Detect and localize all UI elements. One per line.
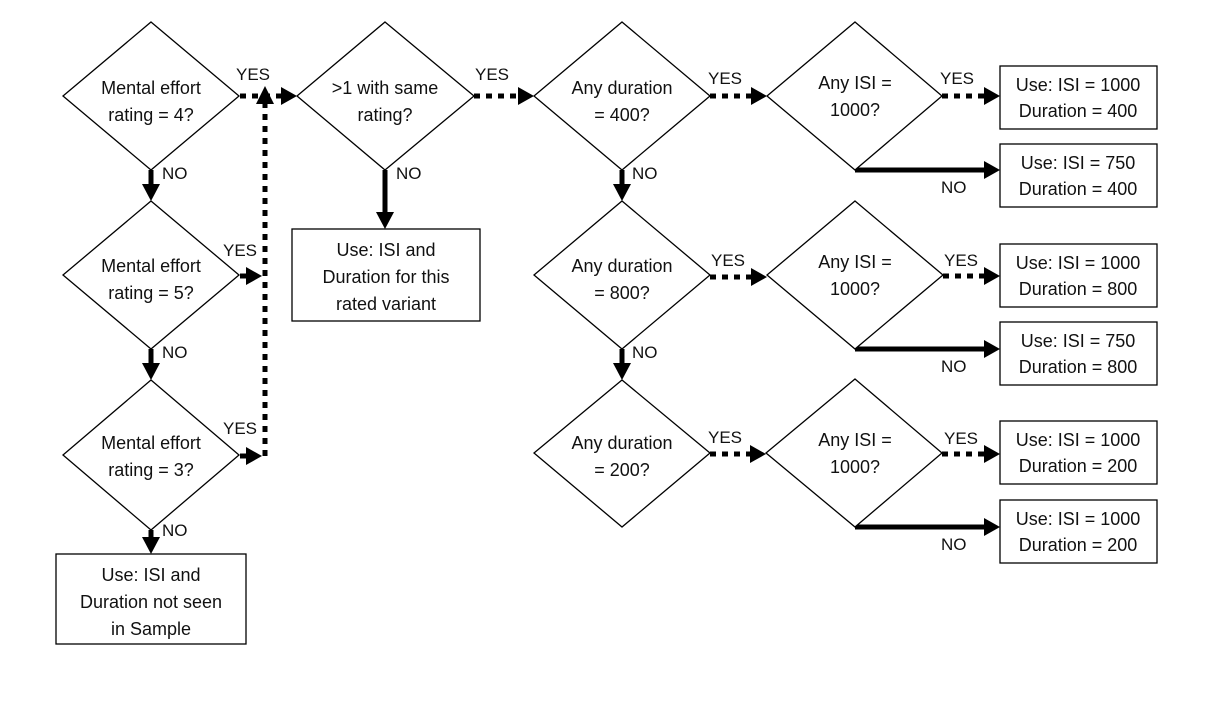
outcome-text: Use: ISI = 1000 bbox=[1016, 509, 1141, 529]
arrowhead bbox=[518, 87, 534, 105]
arrowhead bbox=[246, 267, 262, 285]
arrowhead bbox=[613, 363, 631, 380]
decision-d10: Any ISI = 1000? bbox=[764, 378, 944, 528]
outcome-o7: Use: ISI = 1000 Duration = 200 bbox=[999, 420, 1158, 485]
arrowhead bbox=[376, 212, 394, 229]
decision-d6: Any duration = 800? bbox=[532, 200, 712, 350]
outcome-o4: Use: ISI = 750 Duration = 400 bbox=[999, 143, 1158, 208]
no-label: NO bbox=[941, 357, 967, 376]
decision-text: Any duration bbox=[571, 78, 672, 98]
decision-text: Any duration bbox=[571, 433, 672, 453]
arrowhead bbox=[142, 363, 160, 380]
yes-label: YES bbox=[708, 69, 742, 88]
outcome-text: Use: ISI and bbox=[101, 565, 200, 585]
yes-label: YES bbox=[708, 428, 742, 447]
outcome-o3: Use: ISI = 1000 Duration = 400 bbox=[999, 65, 1158, 130]
outcome-text: Use: ISI = 750 bbox=[1021, 331, 1136, 351]
decision-d1: Mental effort rating = 4? bbox=[61, 21, 241, 171]
outcome-text: Use: ISI and bbox=[336, 240, 435, 260]
decision-text: Mental effort bbox=[101, 433, 201, 453]
decision-text: Any ISI = bbox=[818, 430, 892, 450]
arrowhead bbox=[750, 445, 766, 463]
decision-text: Any ISI = bbox=[818, 73, 892, 93]
connectors bbox=[142, 86, 1000, 554]
outcome-text: Duration = 800 bbox=[1019, 357, 1138, 377]
yes-label: YES bbox=[711, 251, 745, 270]
arrowhead bbox=[142, 184, 160, 201]
no-label: NO bbox=[162, 343, 188, 362]
no-label: NO bbox=[632, 343, 658, 362]
outcome-text: Duration = 400 bbox=[1019, 101, 1138, 121]
decision-text: Any ISI = bbox=[818, 252, 892, 272]
decision-text: 1000? bbox=[830, 279, 880, 299]
outcome-o8: Use: ISI = 1000 Duration = 200 bbox=[999, 499, 1158, 564]
arrowhead bbox=[751, 268, 767, 286]
arrowhead bbox=[984, 161, 1000, 179]
outcome-o6: Use: ISI = 750 Duration = 800 bbox=[999, 321, 1158, 386]
arrowhead bbox=[142, 537, 160, 554]
outcome-text: Duration not seen bbox=[80, 592, 222, 612]
decision-d2: Mental effort rating = 5? bbox=[61, 200, 241, 350]
arrowhead bbox=[613, 184, 631, 201]
no-label: NO bbox=[162, 164, 188, 183]
no-label: NO bbox=[396, 164, 422, 183]
arrowhead bbox=[984, 518, 1000, 536]
decision-d7: Any duration = 200? bbox=[532, 379, 712, 528]
arrowhead bbox=[256, 86, 274, 104]
no-label: NO bbox=[632, 164, 658, 183]
outcome-text: Use: ISI = 1000 bbox=[1016, 75, 1141, 95]
decision-d5: Any duration = 400? bbox=[532, 21, 712, 171]
outcome-text: Duration for this bbox=[322, 267, 449, 287]
decision-text: = 200? bbox=[594, 460, 650, 480]
yes-label: YES bbox=[944, 429, 978, 448]
no-label: NO bbox=[941, 178, 967, 197]
outcome-text: Use: ISI = 1000 bbox=[1016, 253, 1141, 273]
outcome-text: Duration = 400 bbox=[1019, 179, 1138, 199]
yes-label: YES bbox=[940, 69, 974, 88]
yes-label: YES bbox=[223, 419, 257, 438]
outcome-o1: Use: ISI and Duration not seen in Sample bbox=[55, 553, 247, 645]
arrowhead bbox=[984, 87, 1000, 105]
decision-d4: >1 with same rating? bbox=[295, 21, 476, 171]
yes-label: YES bbox=[223, 241, 257, 260]
yes-label: YES bbox=[236, 65, 270, 84]
edge-labels: YES NO YES NO YES NO YES NO YES NO YES N… bbox=[162, 65, 978, 554]
outcome-o5: Use: ISI = 1000 Duration = 800 bbox=[999, 243, 1158, 308]
outcome-text: Duration = 200 bbox=[1019, 456, 1138, 476]
decision-text: 1000? bbox=[830, 100, 880, 120]
arrowhead bbox=[751, 87, 767, 105]
outcome-text: Use: ISI = 1000 bbox=[1016, 430, 1141, 450]
decision-text: rating? bbox=[357, 105, 412, 125]
decision-d3: Mental effort rating = 3? bbox=[61, 379, 241, 531]
yes-label: YES bbox=[475, 65, 509, 84]
outcome-text: in Sample bbox=[111, 619, 191, 639]
no-label: NO bbox=[941, 535, 967, 554]
decision-text: rating = 3? bbox=[108, 460, 194, 480]
arrowhead bbox=[281, 87, 297, 105]
arrowhead bbox=[984, 445, 1000, 463]
arrowhead bbox=[984, 340, 1000, 358]
decision-text: rating = 4? bbox=[108, 105, 194, 125]
decision-d8: Any ISI = 1000? bbox=[765, 21, 944, 171]
arrowhead bbox=[984, 267, 1000, 285]
decision-text: rating = 5? bbox=[108, 283, 194, 303]
no-label: NO bbox=[162, 521, 188, 540]
decision-text: Any duration bbox=[571, 256, 672, 276]
yes-label: YES bbox=[944, 251, 978, 270]
decision-d9: Any ISI = 1000? bbox=[765, 200, 945, 350]
decision-text: = 400? bbox=[594, 105, 650, 125]
decision-text: 1000? bbox=[830, 457, 880, 477]
outcome-o2: Use: ISI and Duration for this rated var… bbox=[291, 228, 481, 322]
outcome-text: rated variant bbox=[336, 294, 436, 314]
decision-text: >1 with same bbox=[332, 78, 439, 98]
decision-text: = 800? bbox=[594, 283, 650, 303]
arrowhead bbox=[246, 447, 262, 465]
outcome-text: Use: ISI = 750 bbox=[1021, 153, 1136, 173]
outcome-text: Duration = 800 bbox=[1019, 279, 1138, 299]
outcome-text: Duration = 200 bbox=[1019, 535, 1138, 555]
decision-text: Mental effort bbox=[101, 78, 201, 98]
decision-text: Mental effort bbox=[101, 256, 201, 276]
